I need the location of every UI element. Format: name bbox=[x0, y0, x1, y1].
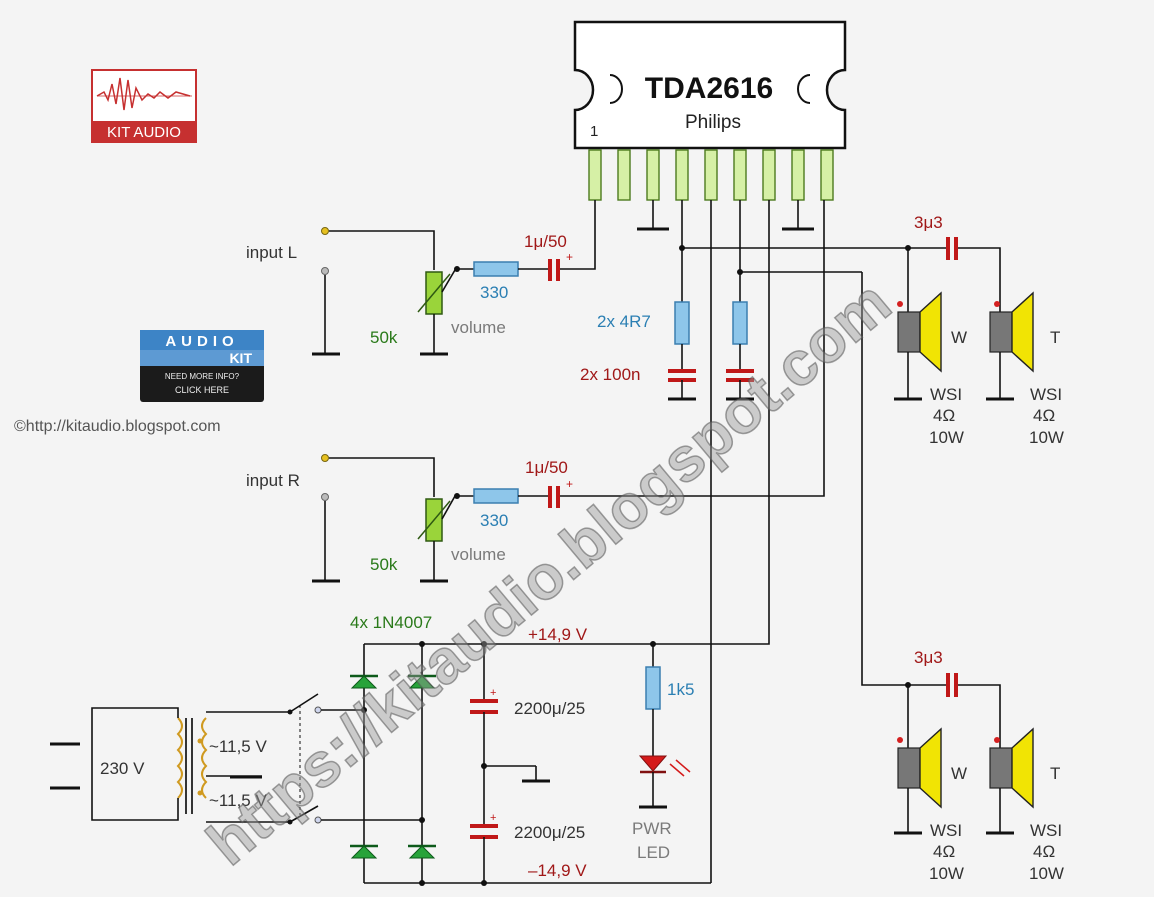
spk-spec: 10W bbox=[929, 864, 964, 883]
res-l-label: 330 bbox=[480, 283, 508, 302]
spk-spec: 4Ω bbox=[1033, 842, 1055, 861]
svg-text:+: + bbox=[566, 477, 573, 491]
ic-maker: Philips bbox=[685, 112, 741, 133]
ic-package: TDA2616 Philips 1 bbox=[573, 20, 847, 150]
spk-spec: WSI bbox=[1030, 385, 1062, 404]
ic-pin bbox=[820, 149, 834, 201]
tweeter-upper bbox=[989, 311, 1013, 353]
input-l-gnd-terminal[interactable] bbox=[321, 267, 329, 275]
tweeter-lower bbox=[989, 747, 1013, 789]
led-label-1: PWR bbox=[632, 819, 672, 838]
spk-spec: 10W bbox=[1029, 428, 1064, 447]
spk-spec: WSI bbox=[930, 821, 962, 840]
copyright-url[interactable]: ©http://kitaudio.blogspot.com bbox=[14, 418, 221, 435]
spk-spec: 4Ω bbox=[1033, 406, 1055, 425]
ic-pin bbox=[704, 149, 718, 201]
filter-cap-2-label: 2200μ/25 bbox=[514, 823, 585, 842]
svg-text:+: + bbox=[490, 812, 496, 824]
input-r-label: input R bbox=[246, 471, 300, 490]
badge-mid: KIT bbox=[229, 350, 252, 366]
tweeter-upper-tag: T bbox=[1050, 328, 1060, 347]
led-label-2: LED bbox=[637, 843, 670, 862]
badge-top: AUDIO bbox=[165, 333, 238, 350]
volume-l-label: volume bbox=[451, 318, 506, 337]
spk-spec: WSI bbox=[930, 385, 962, 404]
ic-pin bbox=[762, 149, 776, 201]
secondary-1-label: ~11,5 V bbox=[209, 737, 267, 756]
input-l-label: input L bbox=[246, 243, 297, 262]
spk-spec: 10W bbox=[929, 428, 964, 447]
tweeter-lower-tag: T bbox=[1050, 764, 1060, 783]
spk-spec: 4Ω bbox=[933, 842, 955, 861]
ic-pin bbox=[733, 149, 747, 201]
kit-audio-logo: KIT AUDIO bbox=[91, 69, 197, 143]
speakers-upper: 3μ3 W T WSI 4Ω 10W WSI 4Ω 10W bbox=[894, 213, 1064, 447]
xover-cap-upper-label: 3μ3 bbox=[914, 213, 943, 232]
zobel-cap-label: 2x 100n bbox=[580, 365, 641, 384]
filter-cap-1-label: 2200μ/25 bbox=[514, 699, 585, 718]
badge-line1: NEED MORE INFO? bbox=[165, 372, 240, 381]
woofer-lower-tag: W bbox=[951, 764, 967, 783]
res-r-label: 330 bbox=[480, 511, 508, 530]
diode-4 bbox=[408, 845, 436, 859]
power-supply: 4x 1N4007 +14,9 V –14,9 V 230 V ~11,5 V … bbox=[50, 613, 711, 886]
led-resistor bbox=[645, 666, 661, 710]
info-badge-link[interactable]: AUDIO KIT NEED MORE INFO? CLICK HERE bbox=[140, 330, 264, 402]
output-network: 2x 4R7 2x 100n bbox=[484, 200, 946, 883]
res-l bbox=[473, 261, 519, 277]
led-res-label: 1k5 bbox=[667, 680, 694, 699]
svg-text:+: + bbox=[566, 250, 573, 264]
pot-r-label: 50k bbox=[370, 555, 398, 574]
input-l-terminal[interactable] bbox=[321, 227, 329, 235]
spk-spec: 4Ω bbox=[933, 406, 955, 425]
watermark-text: https://kitaudio.blogspot.com bbox=[195, 268, 904, 879]
zobel-res-1 bbox=[674, 301, 690, 345]
ic-pin bbox=[588, 149, 602, 201]
spk-spec: WSI bbox=[1030, 821, 1062, 840]
zobel-res-label: 2x 4R7 bbox=[597, 312, 651, 331]
ic-name: TDA2616 bbox=[645, 72, 773, 105]
spk-spec: 10W bbox=[1029, 864, 1064, 883]
minus-rail-label: –14,9 V bbox=[528, 861, 587, 880]
res-r bbox=[473, 488, 519, 504]
badge-line2: CLICK HERE bbox=[175, 385, 229, 395]
diodes-label: 4x 1N4007 bbox=[350, 613, 432, 632]
pot-l-label: 50k bbox=[370, 328, 398, 347]
woofer-upper-tag: W bbox=[951, 328, 967, 347]
plus-rail-label: +14,9 V bbox=[528, 625, 588, 644]
zobel-res-2 bbox=[732, 301, 748, 345]
diode-2 bbox=[408, 675, 436, 689]
woofer-lower bbox=[897, 747, 921, 789]
speakers-lower: 3μ3 W T WSI 4Ω 10W WSI 4Ω 10W bbox=[894, 648, 1064, 883]
diode-1 bbox=[350, 675, 378, 689]
logo-text: KIT AUDIO bbox=[107, 124, 181, 141]
ic-pin1-label: 1 bbox=[590, 123, 598, 140]
ic-pin bbox=[617, 149, 631, 201]
input-r-terminal[interactable] bbox=[321, 454, 329, 462]
input-l-stage: input L + 1μ/50 330 50k volume bbox=[246, 200, 596, 356]
input-r-stage: input R + 1μ/50 330 50k volume bbox=[246, 200, 825, 583]
mains-label: 230 V bbox=[100, 759, 145, 778]
ic-pins bbox=[588, 149, 834, 201]
ic-pin bbox=[646, 149, 660, 201]
diode-3 bbox=[350, 845, 378, 859]
input-r-gnd-terminal[interactable] bbox=[321, 493, 329, 501]
secondary-2-label: ~11,5 V bbox=[209, 791, 267, 810]
cap-r-label: 1μ/50 bbox=[525, 458, 568, 477]
ic-pin bbox=[791, 149, 805, 201]
ic-pin bbox=[675, 149, 689, 201]
svg-text:+: + bbox=[490, 687, 496, 699]
xover-cap-lower-label: 3μ3 bbox=[914, 648, 943, 667]
volume-r-label: volume bbox=[451, 545, 506, 564]
cap-l-label: 1μ/50 bbox=[524, 232, 567, 251]
power-led bbox=[638, 755, 668, 772]
